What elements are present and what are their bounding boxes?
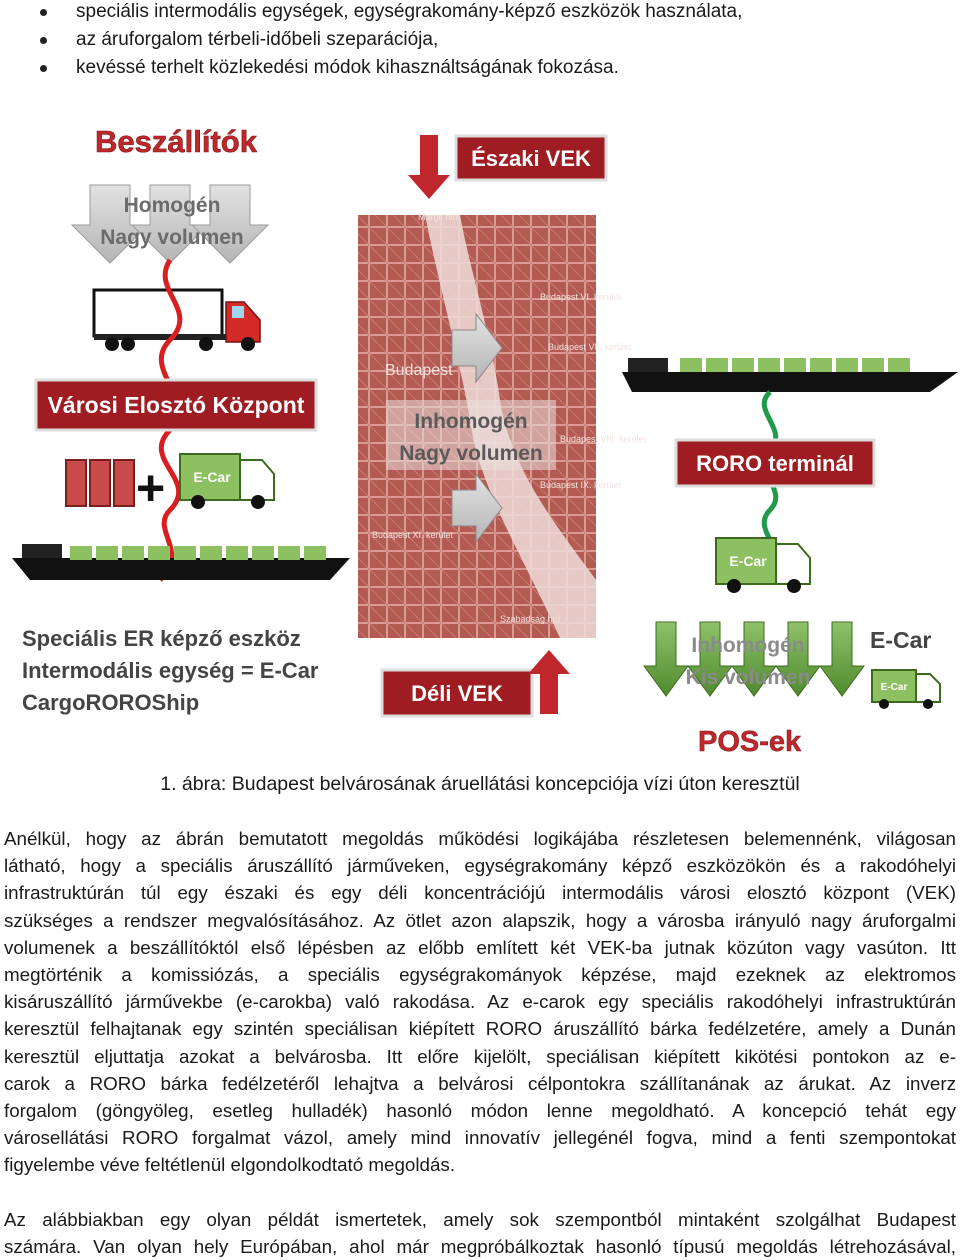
text-line: keresztül eljuttatja azokat a belvárosba… [4, 1045, 956, 1067]
text-line: carok a RORO bárka fedélzetéről lehajtva… [4, 1072, 956, 1094]
map-label: Budapest IX. kerület [540, 480, 622, 490]
truck-icon [92, 288, 261, 351]
south-arrow-icon [528, 650, 570, 714]
text-line: kisáruszállító járművekbe (e-carokba) va… [4, 991, 956, 1013]
ecar-icon: E-Car [179, 453, 275, 509]
figure-caption: 1. ábra: Budapest belvárosának áruellátá… [160, 773, 800, 795]
bullet-text: kevéssé terhelt közlekedési módok kihasz… [76, 57, 619, 78]
roro-terminal-label: RORO terminál [696, 451, 854, 476]
concept-diagram: Beszállítók Homogén Nagy volumen Városi … [12, 124, 958, 758]
cargo-ship-left-icon [12, 544, 350, 580]
map-arrow-icon [451, 312, 503, 384]
map-label: Margit híd [418, 212, 458, 222]
pos-label: POS-ek [698, 726, 802, 758]
ecar-label: E-Car [193, 469, 231, 485]
homogeneous-label: Homogén [124, 194, 221, 217]
map-label: Budapest VIII. kerület [560, 434, 647, 444]
ecar-label: E-Car [729, 553, 767, 569]
paragraph-2: Az alábbiakban egy olyan példát ismertet… [4, 1206, 956, 1260]
bullet-text: az áruforgalom térbeli-időbeli szeparáci… [76, 29, 439, 50]
text-line: figyelembe véve feltétlenül elgondolkodt… [4, 1154, 456, 1176]
ecar-small-icon: E-Car [871, 669, 941, 709]
text-line: keresztül felhajtanak egy szintén speciá… [4, 1018, 956, 1040]
map-label: Budapest VII. kerület [548, 342, 632, 352]
spec-line-1: Speciális ER képző eszköz [22, 626, 301, 651]
bullet-dot [40, 9, 47, 16]
city-distribution-center-banner: Városi Elosztó Központ [34, 378, 318, 432]
text-line: forgalom (göngyöleg, esetleg hulladék) h… [4, 1100, 956, 1122]
north-vek-label: Északi VEK [471, 146, 591, 171]
ecar-legend-label: E-Car [870, 627, 931, 653]
text-line: volumenek a beszállítóktól első lépésben… [4, 936, 956, 958]
suppliers-title: Beszállítók [95, 124, 258, 159]
paragraph-1: Anélkül, hogy az ábrán bemutatott megold… [4, 825, 956, 1179]
homogeneous-arrows [70, 184, 270, 264]
text-line: Az alábbiakban egy olyan példát ismertet… [4, 1209, 956, 1230]
text-line: infrastruktúrán túl egy északi és egy dé… [4, 882, 956, 904]
south-vek-label: Déli VEK [411, 681, 503, 706]
north-vek-banner: Északi VEK [454, 134, 608, 182]
ecar-icon: E-Car [715, 537, 811, 593]
small-volume-label: Kis volumen [686, 666, 811, 689]
ecar-small-label: E-Car [881, 682, 908, 693]
map-label: Budapest XI. kerület [372, 530, 454, 540]
text-line: Anélkül, hogy az ábrán bemutatott megold… [4, 828, 956, 849]
bullet-dot [40, 37, 47, 44]
map-arrow-icon [451, 472, 503, 544]
north-arrow-icon [408, 135, 450, 199]
map-label: Szabadság híd [500, 614, 560, 624]
distribution-center-label: Városi Elosztó Központ [48, 392, 305, 418]
bullet-dot [40, 65, 47, 72]
unit-load-boxes [65, 459, 135, 507]
green-down-arrows [643, 621, 865, 697]
concept-figure: Beszállítók Homogén Nagy volumen Városi … [0, 110, 960, 760]
plus-icon: + [136, 460, 165, 516]
south-vek-banner: Déli VEK [380, 668, 534, 718]
large-volume-label-2: Nagy volumen [399, 442, 543, 465]
map-label: Budapest VI. kerület [540, 292, 622, 302]
spec-line-3: CargoROROShip [22, 690, 199, 715]
text-line: városellátási RORO forgalmat vázol, amel… [4, 1127, 956, 1149]
text-line: látható, hogy a speciális áruszállító já… [4, 855, 956, 877]
large-volume-label: Nagy volumen [100, 226, 244, 249]
cargo-ship-right-icon [622, 358, 958, 392]
bullet-text: speciális intermodális egységek, egységr… [76, 1, 743, 22]
inhomogeneous-label: Inhomogén [414, 410, 527, 433]
inhomogeneous-label-2: Inhomogén [691, 634, 804, 657]
map-budapest-label: Budapest [385, 362, 453, 379]
text-line: szükséges a rendszer megvalósításához. A… [4, 909, 956, 931]
spec-line-2: Intermodális egység = E-Car [22, 658, 319, 683]
text-line: számára. Van olyan hely Európában, ahol … [4, 1236, 956, 1258]
text-line: megtörténik a komissiózás, a speciális e… [4, 964, 956, 986]
roro-terminal-banner: RORO terminál [674, 438, 876, 488]
